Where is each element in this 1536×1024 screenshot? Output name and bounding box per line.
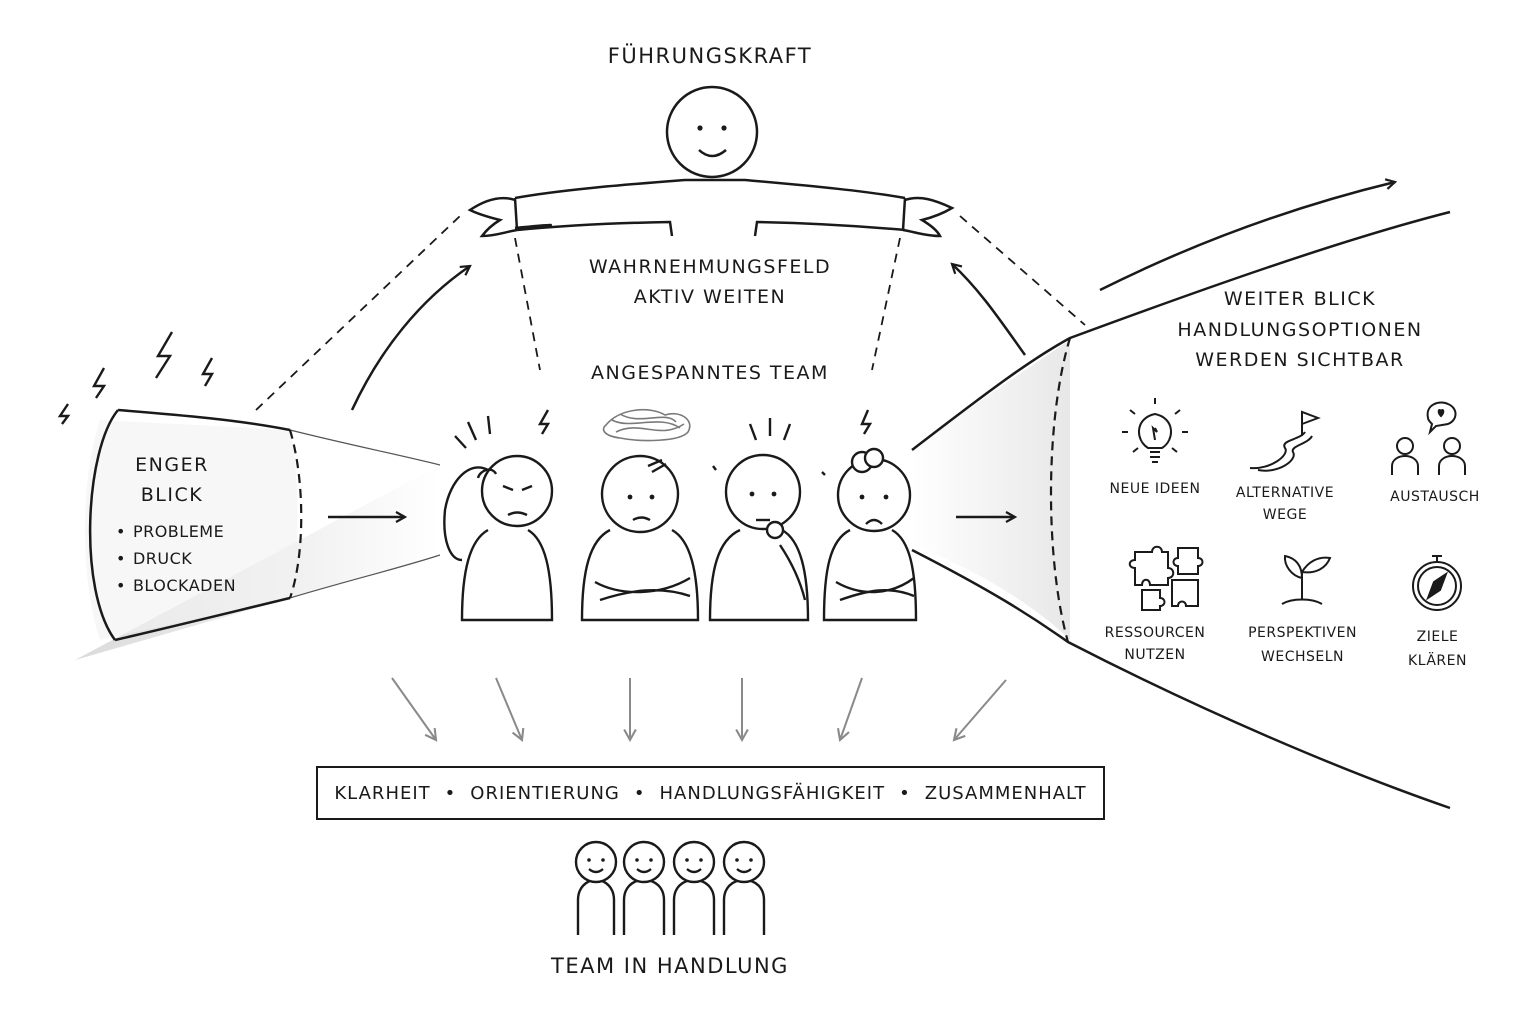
option-resources-label-1: RESSOURCEN (1104, 625, 1206, 641)
happy-member-2 (622, 840, 666, 935)
narrow-view-item: BLOCKADEN (116, 572, 236, 599)
outcome-arrows (391, 677, 1007, 743)
perception-dashed-lines (255, 215, 1086, 411)
people-talking-icon (1391, 401, 1466, 475)
wide-view-title-2: HANDLUNGSOPTIONEN (1177, 319, 1423, 341)
option-exchange-label: AUSTAUSCH (1390, 489, 1480, 505)
narrow-view-items: PROBLEME DRUCK BLOCKADEN (116, 518, 236, 599)
team-member-worried (821, 409, 918, 622)
narrow-view-title-1: ENGER (135, 454, 209, 476)
narrow-view-item: DRUCK (116, 545, 236, 572)
leader-figure (467, 85, 955, 238)
option-goals-label-2: KLÄREN (1408, 653, 1467, 669)
flow-arrows (328, 264, 1027, 517)
option-perspectives-label-2: WECHSELN (1261, 649, 1344, 665)
puzzle-icon (1128, 545, 1204, 611)
team-label: ANGESPANNTES TEAM (591, 362, 829, 384)
team-member-frustrated (443, 409, 554, 622)
leader-title: FÜHRUNGSKRAFT (607, 44, 813, 68)
stressed-team (443, 409, 918, 622)
option-alternative-ways-label-2: WEGE (1262, 507, 1308, 523)
option-alternative-ways-label-1: ALTERNATIVE (1235, 485, 1335, 501)
wide-funnel (911, 182, 1451, 810)
outcome-separator: • (444, 782, 457, 804)
leader-message-line-1: WAHRNEHMUNGSFELD (588, 256, 832, 278)
team-in-action (574, 840, 766, 935)
narrow-view-item: PROBLEME (116, 518, 236, 545)
result-label: TEAM IN HANDLUNG (551, 954, 789, 978)
happy-member-3 (672, 840, 716, 935)
option-resources-label-2: NUTZEN (1124, 647, 1186, 663)
wide-view-title-3: WERDEN SICHTBAR (1195, 349, 1405, 371)
wide-view-title-1: WEITER BLICK (1223, 288, 1377, 310)
outcomes-box: KLARHEIT • ORIENTIERUNG • HANDLUNGSFÄHIG… (316, 766, 1105, 820)
storm-cloud-icon (602, 409, 691, 442)
team-member-thinking (708, 418, 810, 622)
outcome-item: ZUSAMMENHALT (924, 782, 1087, 804)
outcome-item: ORIENTIERUNG (470, 782, 620, 804)
outcome-item: HANDLUNGSFÄHIGKEIT (659, 782, 886, 804)
narrow-view-title-2: BLICK (140, 484, 204, 506)
lightbulb-icon (1122, 398, 1188, 463)
option-goals-label-1: ZIELE (1416, 629, 1459, 645)
outcome-separator: • (899, 782, 911, 804)
option-new-ideas-label: NEUE IDEEN (1109, 481, 1201, 497)
option-perspectives-label-1: PERSPEKTIVEN (1248, 625, 1357, 641)
path-flag-icon (1249, 410, 1321, 472)
happy-member-1 (574, 840, 618, 935)
team-member-arms-crossed (580, 454, 700, 622)
outcome-item: KLARHEIT (334, 782, 431, 804)
outcome-separator: • (633, 782, 646, 804)
leader-message-line-2: AKTIV WEITEN (633, 286, 787, 308)
sprout-icon (1281, 554, 1332, 605)
stress-lightning-icons (57, 331, 215, 425)
compass-icon (1412, 555, 1462, 611)
happy-member-4 (722, 840, 766, 935)
